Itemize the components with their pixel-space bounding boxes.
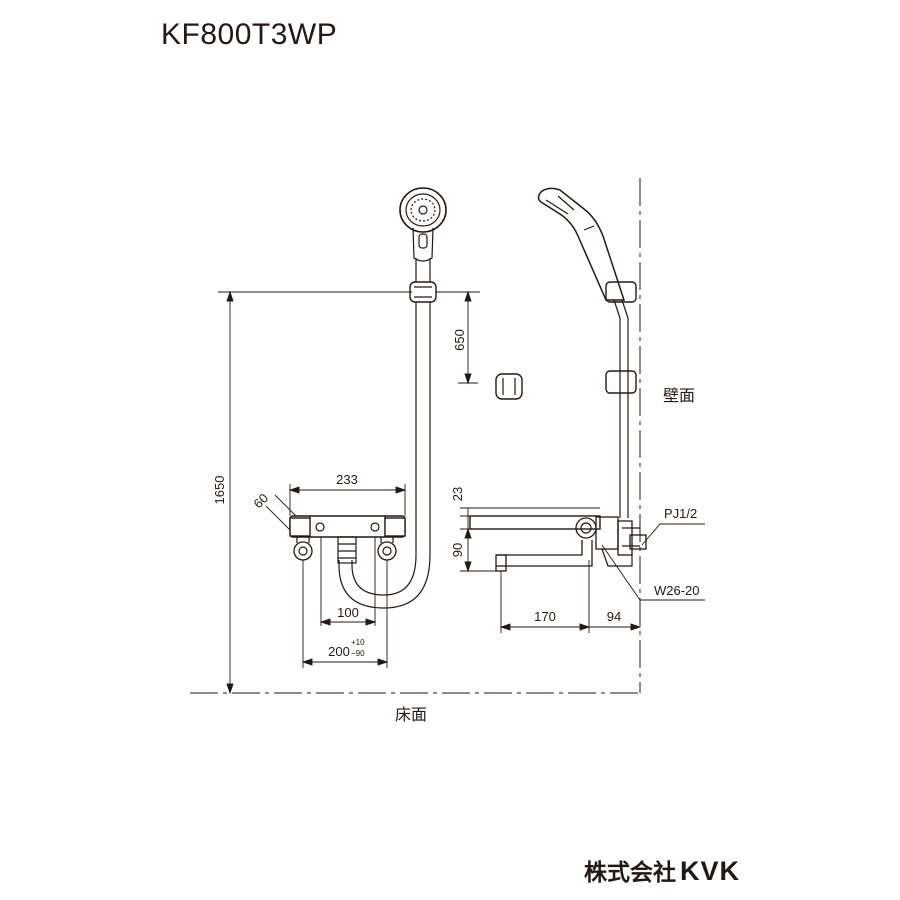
dim-94: 94 <box>607 609 621 624</box>
model-title: KF800T3WP <box>161 18 338 51</box>
kvk-logo: KVK <box>680 856 741 886</box>
dim-200-tol-minus: −90 <box>351 649 365 658</box>
label-pj12: PJ1/2 <box>664 506 697 521</box>
company-name: 株式会社 <box>584 860 676 886</box>
dimension-lines <box>218 290 705 695</box>
label-w26-20: W26-20 <box>654 583 700 598</box>
faucet-body-front <box>289 515 406 564</box>
slide-bar-side <box>605 281 637 518</box>
dim-90: 90 <box>450 543 465 557</box>
dim-200-tol-plus: +10 <box>351 638 365 647</box>
shower-head-side <box>537 187 626 301</box>
spare-holder-front <box>495 373 523 400</box>
dim-170: 170 <box>534 609 556 624</box>
dim-100: 100 <box>337 605 359 620</box>
dim-1650: 1650 <box>212 476 227 505</box>
dim-23: 23 <box>450 487 465 501</box>
label-floor: 床面 <box>395 705 427 724</box>
label-wall: 壁面 <box>663 386 695 405</box>
dim-200: 200 <box>328 644 350 659</box>
dim-60: 60 <box>250 490 271 511</box>
dim-650: 650 <box>452 329 467 351</box>
dim-233: 233 <box>336 472 358 487</box>
hose-front <box>338 302 431 609</box>
shower-head-front <box>399 187 447 282</box>
side-view <box>190 178 647 694</box>
